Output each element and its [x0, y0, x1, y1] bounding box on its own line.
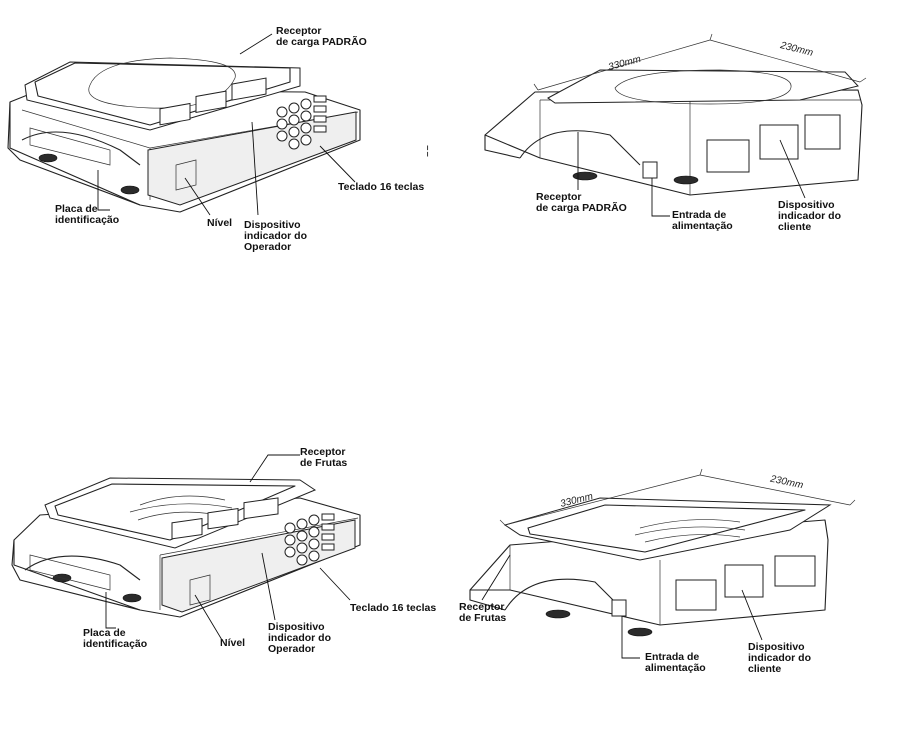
- scale-rear-standard: [484, 33, 867, 196]
- label-nivel-front: Nível: [207, 217, 233, 229]
- label-nivel-fruit: Nível: [220, 637, 246, 649]
- scale-front-standard: [7, 57, 361, 213]
- stray-mark: ¦: [426, 143, 430, 157]
- label-teclado-fruit: Teclado 16 teclas: [350, 602, 437, 614]
- label-teclado-front: Teclado 16 teclas: [338, 181, 425, 193]
- scale-front-fruit: [11, 477, 361, 618]
- scale-rear-fruit: [469, 468, 856, 637]
